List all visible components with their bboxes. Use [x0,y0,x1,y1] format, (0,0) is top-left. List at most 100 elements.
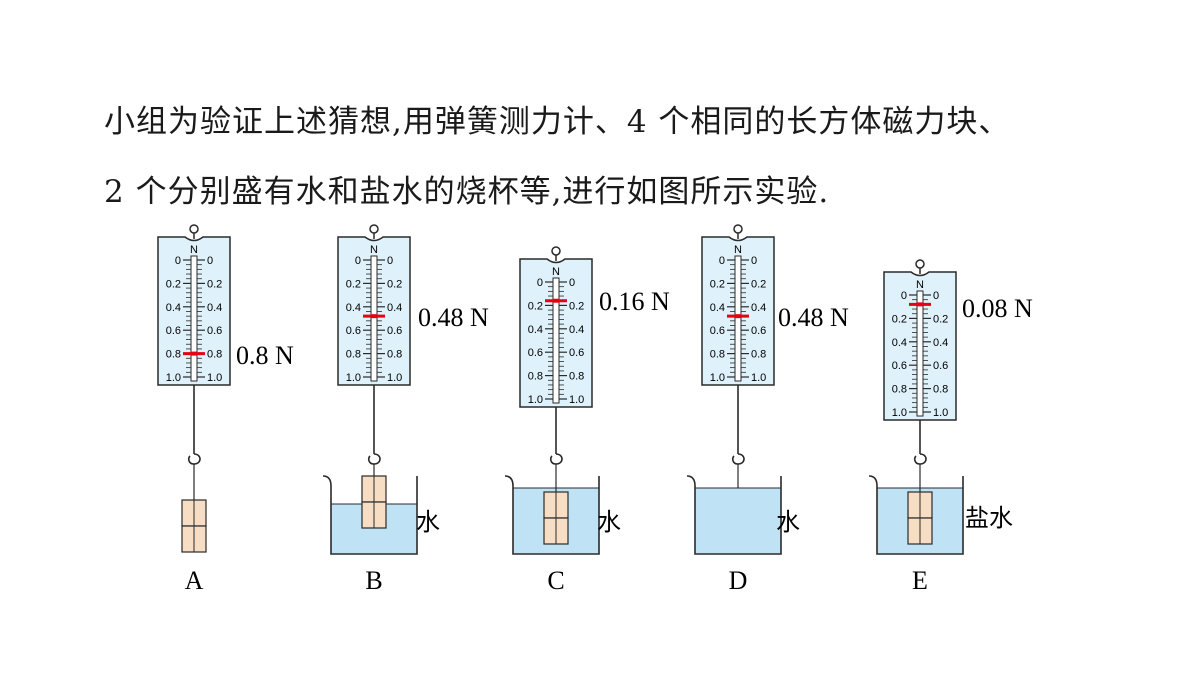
scale-tube [916,290,924,417]
hook-icon [732,453,745,465]
setup-label: E [912,566,928,595]
scale-tick-label-right: 0.4 [387,302,402,314]
scale-tick-label-left: 1.0 [892,407,907,419]
scale-tick-label-left: 0.4 [528,324,543,336]
scale-tick-label-left: 1.0 [346,372,361,384]
scale-tick-label-left: 0.4 [710,302,725,314]
scale-unit-label: N [190,244,198,256]
liquid-label: 水 [416,508,440,536]
scale-tick-label-right: 1.0 [569,394,584,406]
reading-label: 0.8 N [236,341,294,370]
scale-tick-label-right: 0.6 [933,360,948,372]
scale-tick-label-right: 0.8 [751,349,766,361]
liquid-label: 水 [776,508,800,536]
scale-tick-label-left: 0.6 [528,347,543,359]
apparatus-drawing: N0 0 0.2 0.2 0.4 0.4 0.6 0.6 0.8 0.8 1.0 1.0 [504,246,600,555]
scale-tick-label-right: 0 [387,255,393,267]
top-ring-icon [733,224,743,234]
scale-tick-label-right: 0.8 [569,371,584,383]
scale-tick-label-left: 0 [537,277,543,289]
scale-tick-label-left: 1.0 [710,372,725,384]
beaker-outline [322,475,418,555]
scale-tick-label-left: 0.8 [528,371,543,383]
scale-tick-label-right: 1.0 [387,372,402,384]
hook-icon [914,453,927,465]
scale-tick-label-left: 1.0 [528,394,543,406]
scale-tick-label-right: 0.4 [569,324,584,336]
scale-tick-label-right: 0.4 [207,302,222,314]
scale-tube [734,255,742,382]
scale-tick-label-right: 0.4 [751,302,766,314]
scale-tick-label-left: 0.2 [166,278,181,290]
pointer-indicator-knob [191,351,197,356]
scale-tick-label-left: 0.6 [346,325,361,337]
scale-tick-label-right: 0.2 [569,300,584,312]
scale-unit-label: N [734,244,742,256]
scale-tick-label-right: 0.2 [933,313,948,325]
scale-tick-label-left: 0.2 [892,313,907,325]
scale-tick-label-right: 0.8 [207,349,222,361]
scale-tick-label-left: 0 [355,255,361,267]
scale-tick-label-left: 0 [719,255,725,267]
scale-tick-label-left: 0.8 [346,349,361,361]
scale-tube [370,255,378,382]
scale-tick-label-right: 0.6 [751,325,766,337]
hook-icon [368,453,381,465]
scale-tick-label-left: 1.0 [166,372,181,384]
beaker-outline [686,475,782,555]
setup-label: A [185,566,204,595]
scale-tick-label-right: 0.4 [933,337,948,349]
scale-tick-label-left: 0.4 [346,302,361,314]
scale-tick-label-left: 0 [901,290,907,302]
scale-tick-label-right: 0.6 [207,325,222,337]
scale-tick-label-left: 0.2 [528,300,543,312]
top-ring-icon [915,259,925,269]
liquid-fill [695,488,781,554]
question-line-1: 小组为验证上述猜想,用弹簧测力计、4 个相同的长方体磁力块、 [104,104,1011,140]
scale-tick-label-right: 0.6 [387,325,402,337]
scale-tick-label-right: 0 [207,255,213,267]
reading-label: 0.16 N [599,287,670,316]
scale-tick-label-left: 0.2 [710,278,725,290]
scale-tick-label-left: 0.8 [892,384,907,396]
scale-tick-label-right: 0.2 [207,278,222,290]
pointer-indicator-knob [735,314,741,319]
apparatus-drawing: N0 0 0.2 0.2 0.4 0.4 0.6 0.6 0.8 0.8 1.0 1.0 [157,224,231,553]
scale-tick-label-left: 0.4 [166,302,181,314]
top-ring-icon [551,246,561,256]
scale-tick-label-left: 0.6 [892,360,907,372]
beaker-outline [504,475,600,555]
reading-label: 0.48 N [418,303,489,332]
top-ring-icon [189,224,199,234]
scale-tick-label-left: 0.4 [892,337,907,349]
scale-tick-label-right: 0.2 [387,278,402,290]
scale-tick-label-right: 0.6 [569,347,584,359]
scale-tick-label-left: 0 [175,255,181,267]
scale-tick-label-left: 0.8 [166,349,181,361]
setup-label: B [365,566,382,595]
scale-unit-label: N [916,279,924,291]
scale-tick-label-right: 0.2 [751,278,766,290]
hook-icon [550,453,563,465]
setup-label: D [729,566,748,595]
beaker-outline [868,475,964,555]
pointer-indicator-knob [371,314,377,319]
scale-unit-label: N [552,266,560,278]
scale-tube [552,277,560,404]
top-ring-icon [369,224,379,234]
scale-tick-label-right: 0 [569,277,575,289]
scale-tick-label-left: 0.6 [710,325,725,337]
pointer-indicator-knob [553,298,559,303]
scale-tick-label-right: 1.0 [207,372,222,384]
scale-tube [190,255,198,382]
scale-tick-label-left: 0.6 [166,325,181,337]
question-line-2: 2 个分别盛有水和盐水的烧杯等,进行如图所示实验. [104,174,830,210]
scale-tick-label-right: 0.8 [387,349,402,361]
